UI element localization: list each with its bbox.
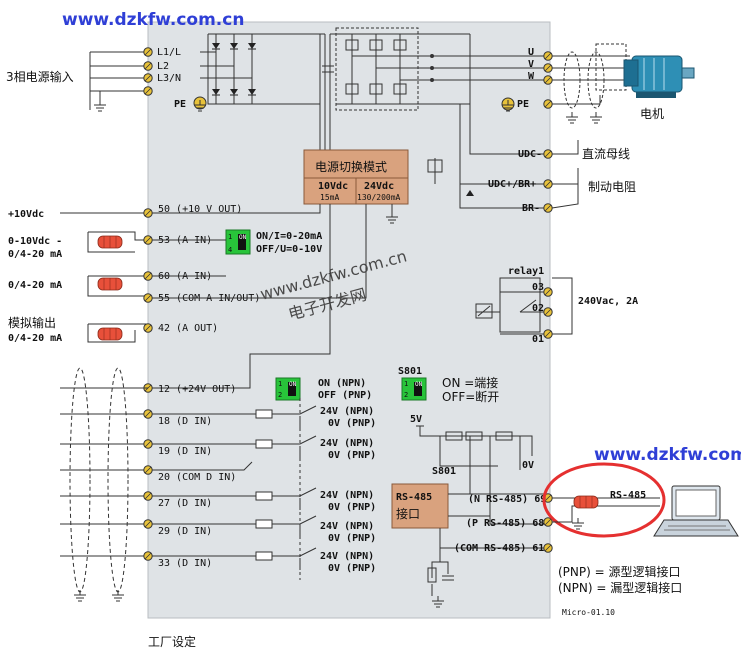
terminal-18: 18 (D IN) [158,416,212,427]
terminal-w: W [528,71,535,82]
s801-off-text: OFF=断开 [442,389,499,404]
power-switch-title: 电源切换模式 [315,160,387,174]
terminal-42: 42 (A OUT) [158,323,218,334]
din-resistor [255,409,273,419]
s801-label-2: S801 [432,466,456,477]
svg-text:4: 4 [228,246,232,254]
din-resistor [255,439,273,449]
terminal-12: 12 (+24V OUT) [158,384,236,395]
switch-ain-on: ON [239,234,247,241]
din33-npn: 24V (NPN) [320,551,374,562]
inverter-bridge [335,27,419,111]
footer-code: Micro-01.10 [562,608,615,617]
svg-text:1: 1 [278,380,282,388]
terminal-u: U [528,47,534,58]
power-switch-24v: 24Vdc [364,181,394,192]
relay-rating: 240Vac, 2A [578,296,638,307]
legend-pnp: (PNP) = 源型逻辑接口 [558,564,681,579]
rs485-box-line2: 接口 [396,506,420,521]
din27-npn: 24V (NPN) [320,490,374,501]
motor-icon [623,55,695,98]
plus10v-label: +10Vdc [8,209,44,220]
relay-terminal-01: 01 [532,334,544,345]
relay-name: relay1 [508,266,544,277]
switch-npn-line2: OFF (PNP) [318,390,372,401]
terminal-br-minus: BR- [522,203,540,214]
din29-pnp: 0V (PNP) [328,533,376,544]
svg-text:1: 1 [404,380,408,388]
din19-npn: 24V (NPN) [320,438,374,449]
motor-label: 电机 [640,107,664,121]
terminal-v: V [528,59,534,70]
terminal-l3: L3/N [157,73,181,84]
din20-wire [152,461,253,471]
terminal-19: 19 (D IN) [158,446,212,457]
power-switch-10v: 10Vdc [318,181,348,192]
power-switch-24v-current: 130/200mA [357,193,401,202]
aout-label-1: 模拟输出 [8,315,56,330]
drive-panel [147,21,551,619]
watermark-right: www.dzkfw.com.cn [594,445,741,465]
input-power-label: 3相电源输入 [6,69,74,84]
switch-npn-line1: ON (NPN) [318,378,366,389]
terminal-69: (N RS-485) 69 [468,494,546,505]
dc-bus-label: 直流母线 [582,147,630,161]
din-resistor [255,551,273,561]
rs485-box [391,483,449,529]
terminal-68: (P RS-485) 68 [466,518,544,529]
svg-text:2: 2 [278,391,282,399]
svg-text:2: 2 [404,391,408,399]
switch-ain-line1: ON/I=0-20mA [256,231,322,242]
din-resistor [255,519,273,529]
terminal-29: 29 (D IN) [158,526,212,537]
din19-pnp: 0V (PNP) [328,450,376,461]
relay-terminal-03: 03 [532,282,544,293]
power-switch-10v-current: 15mA [320,193,339,202]
power-switch-box [303,149,409,205]
s801-0v: 0V [522,460,534,471]
ain53-label-1: 0-10Vdc - [8,236,62,247]
relay-terminal-02: 02 [532,303,544,314]
ain53-label-2: 0/4-20 mA [8,249,62,260]
brake-resistor-label: 制动电阻 [588,180,636,194]
s801-name: S801 [398,366,422,377]
highlight-circle [542,462,666,538]
din-resistor [255,491,273,501]
terminal-udc-minus: UDC- [518,149,542,160]
terminal-l2: L2 [157,61,169,72]
terminal-50: 50 (+10 V OUT) [158,204,242,215]
terminal-20: 20 (COM D IN) [158,472,236,483]
s801-5v: 5V [410,414,422,425]
din29-npn: 24V (NPN) [320,521,374,532]
din33-pnp: 0V (PNP) [328,563,376,574]
din27-pnp: 0V (PNP) [328,502,376,513]
laptop-icon [653,485,739,537]
terminal-27: 27 (D IN) [158,498,212,509]
svg-text:1: 1 [228,233,232,241]
s801-on-text: ON =端接 [442,375,498,390]
footer-factory: 工厂设定 [148,634,196,649]
watermark-top: www.dzkfw.com.cn [62,10,244,30]
aout-label-2: 0/4-20 mA [8,333,62,344]
din18-pnp: 0V (PNP) [328,418,376,429]
terminal-33: 33 (D IN) [158,558,212,569]
rs485-cable-label: RS-485 [610,490,646,501]
switch-ain-line2: OFF/U=0-10V [256,244,322,255]
switch-s801-on: ON [415,381,423,388]
rs485-box-line1: RS-485 [396,492,432,503]
legend-npn: (NPN) = 漏型逻辑接口 [558,580,682,595]
terminal-pe-output: PE [517,99,529,110]
ain60-label: 0/4-20 mA [8,280,62,291]
terminal-pe-input: PE [174,99,186,110]
din18-npn: 24V (NPN) [320,406,374,417]
switch-npn-on: ON [289,381,297,388]
terminal-udc-plus: UDC+/BR+ [488,179,536,190]
terminal-l1: L1/L [157,47,181,58]
terminal-61: (COM RS-485) 61 [454,543,544,554]
